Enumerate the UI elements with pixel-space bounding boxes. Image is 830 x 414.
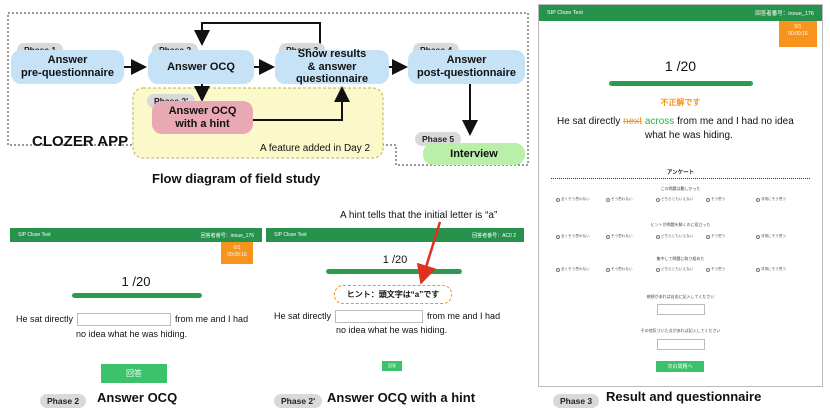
phase-1-node: Answer pre-questionnaire — [11, 50, 124, 84]
sentence-after: from me and I had — [175, 313, 249, 324]
app-title: SIP Cloze Test — [274, 232, 307, 238]
flow-connectors — [7, 12, 529, 166]
app-title: SIP Cloze Test — [547, 10, 583, 16]
next-question-button[interactable]: 次の問題へ — [656, 361, 704, 372]
progress-fill — [73, 294, 201, 297]
free-text-1-label: 感想があれば自由に記入してください — [646, 294, 715, 299]
sentence-line2: no idea what he was hiding. — [76, 329, 188, 339]
q1-option-3[interactable]: どちらともいえない — [656, 197, 706, 202]
sentence-after: from me and I had — [427, 310, 501, 321]
q2-option-4[interactable]: そう思う — [706, 234, 756, 239]
phase-5-node: Interview — [423, 143, 525, 165]
submit-button[interactable]: 回答 — [382, 361, 402, 371]
progress-bar — [609, 81, 753, 86]
submit-button[interactable]: 回答 — [101, 364, 167, 383]
feature-note: A feature added in Day 2 — [260, 143, 371, 154]
progress-text: 1 /20 — [664, 58, 697, 74]
q3-option-3[interactable]: どちらともいえない — [656, 267, 706, 272]
progress-text: 1 /20 — [121, 274, 151, 289]
timer-badge: 0/1 00:00:16 — [779, 21, 817, 47]
phase-5-tag: Phase 5 — [415, 132, 462, 146]
q2-option-3[interactable]: どちらともいえない — [656, 234, 706, 239]
wrong-answer: next — [623, 116, 643, 127]
question-sentence: He sat directly from me and I had — [274, 310, 500, 323]
progress-bar — [72, 293, 202, 298]
phase3-screen-caption: Result and questionnaire — [606, 389, 762, 404]
q1-option-4[interactable]: そう思う — [706, 197, 756, 202]
q3-option-2[interactable]: そう思わない — [606, 267, 656, 272]
phase-3-node: Show results & answer questionnaire — [275, 48, 389, 85]
app-bar: SIP Cloze Test 回答者番号：inoue_176 — [539, 5, 822, 21]
q3-option-5[interactable]: 非常にそう思う — [756, 267, 806, 272]
result-sentence: He sat directly next across from me and … — [557, 116, 794, 127]
phase2-screen-tag: Phase 2 — [40, 394, 87, 408]
question-sentence: He sat directly from me and I had — [16, 313, 248, 326]
app-bar: SIP Cloze Test 回答者番号：AC0 2 — [266, 228, 524, 242]
timer-badge: 0/1 00:00:16 — [221, 242, 253, 264]
question-2-options: 全くそう思わない そう思わない どちらともいえない そう思う 非常にそう思う — [556, 234, 806, 239]
app-title: SIP Cloze Test — [18, 232, 51, 238]
phase-2b-node: Answer OCQ with a hint — [152, 101, 253, 134]
q2-option-1[interactable]: 全くそう思わない — [556, 234, 606, 239]
question-1-options: 全くそう思わない そう思わない どちらともいえない そう思う 非常にそう思う — [556, 197, 806, 202]
sentence-after: from me and I had no idea — [677, 116, 794, 127]
free-text-2-label: その他気づいた点があれば記入してください — [640, 328, 721, 333]
correct-answer: across — [644, 116, 675, 127]
q2-option-2[interactable]: そう思わない — [606, 234, 656, 239]
user-label: 回答者番号：inoue_176 — [755, 11, 814, 17]
question-1-label: この問題は難しかった — [660, 186, 701, 191]
progress-fill — [327, 270, 461, 273]
phase3-screen: SIP Cloze Test 回答者番号：inoue_176 0/1 00:00… — [538, 4, 823, 387]
phase2b-screen-caption: Answer OCQ with a hint — [327, 390, 476, 405]
phase2-screen: SIP Cloze Test 回答者番号：inoue_176 0/1 00:00… — [10, 228, 262, 388]
phase2b-screen: SIP Cloze Test 回答者番号：AC0 2 1 /20 ヒント：頭文字… — [266, 228, 524, 388]
free-text-2-input[interactable] — [657, 339, 705, 350]
progress-text: 1 /20 — [382, 254, 408, 266]
hint-callout-arrow — [416, 221, 442, 285]
q1-option-5[interactable]: 非常にそう思う — [756, 197, 806, 202]
sentence-before: He sat directly — [557, 116, 621, 127]
hint-box: ヒント：頭文字は“a”です — [334, 285, 452, 304]
question-3-options: 全くそう思わない そう思わない どちらともいえない そう思う 非常にそう思う — [556, 267, 806, 272]
questionnaire-title: アンケート — [666, 170, 695, 176]
flow-caption: Flow diagram of field study — [152, 171, 321, 186]
sentence-before: He sat directly — [274, 310, 332, 321]
app-bar: SIP Cloze Test 回答者番号：inoue_176 — [10, 228, 262, 242]
hint-callout: A hint tells that the initial letter is … — [340, 210, 498, 221]
q3-option-4[interactable]: そう思う — [706, 267, 756, 272]
result-label: 不正解です — [660, 98, 701, 107]
progress-fill — [610, 82, 752, 85]
free-text-1-input[interactable] — [657, 304, 705, 315]
progress-bar — [326, 269, 462, 274]
phase3-screen-tag: Phase 3 — [553, 394, 600, 408]
sentence-before: He sat directly — [16, 313, 74, 324]
answer-input[interactable] — [77, 313, 172, 326]
user-label: 回答者番号：inoue_176 — [200, 232, 254, 239]
q1-option-1[interactable]: 全くそう思わない — [556, 197, 606, 202]
phase-2-node: Answer OCQ — [148, 50, 254, 84]
q3-option-1[interactable]: 全くそう思わない — [556, 267, 606, 272]
answer-input[interactable] — [335, 310, 424, 323]
sentence-line2: what he was hiding. — [645, 130, 733, 141]
phase2b-screen-tag: Phase 2' — [274, 394, 323, 408]
phase2-screen-caption: Answer OCQ — [97, 390, 178, 405]
questionnaire-divider — [551, 178, 810, 179]
q1-option-2[interactable]: そう思わない — [606, 197, 656, 202]
question-3-label: 集中して問題に取り組めた — [656, 256, 705, 261]
app-label: CLOZER APP — [32, 133, 129, 150]
sentence-line2: no idea what he was hiding. — [336, 325, 448, 335]
question-2-label: ヒントが問題を解くのに役立った — [650, 222, 711, 227]
phase-4-node: Answer post-questionnaire — [408, 50, 525, 84]
user-label: 回答者番号：AC0 2 — [472, 232, 516, 239]
q2-option-5[interactable]: 非常にそう思う — [756, 234, 806, 239]
